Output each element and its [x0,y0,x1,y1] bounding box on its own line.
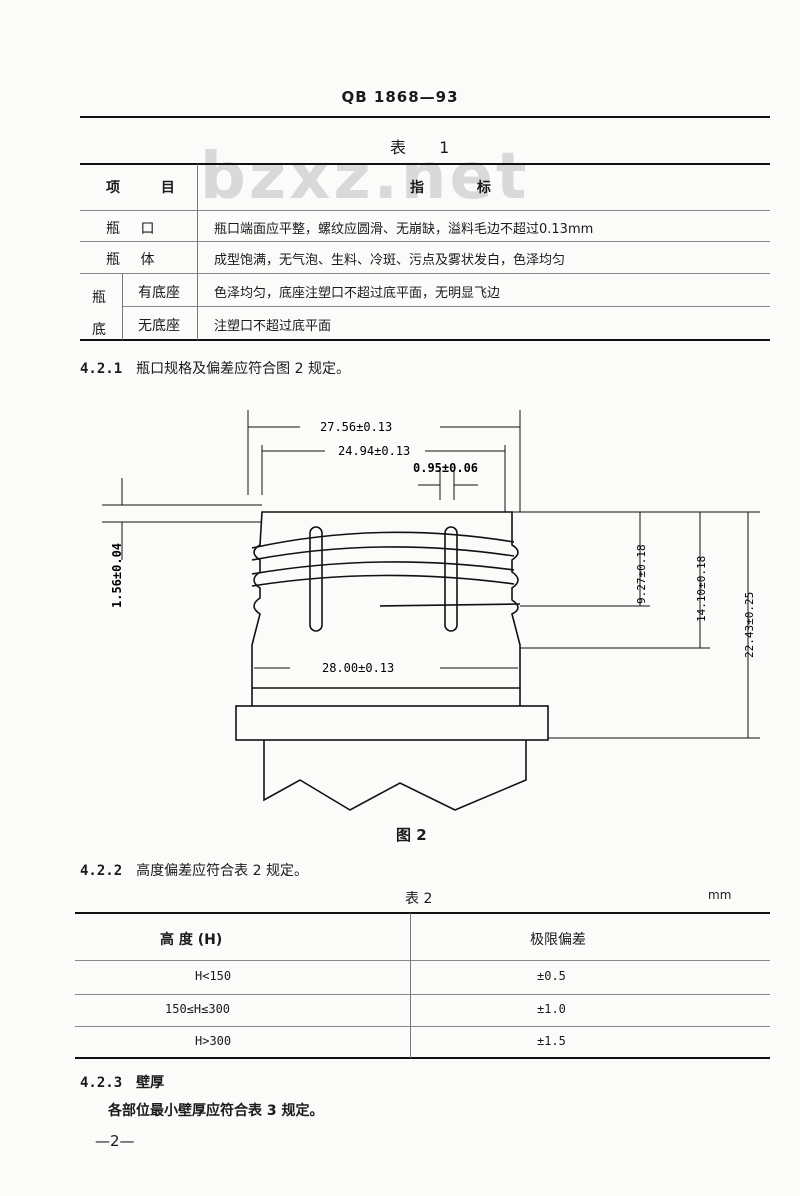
dim-9-27: 9.27±0.18 [635,544,648,604]
table2-deviation-cell: ±1.5 [537,1034,566,1048]
table1-subrow-item: 有底座 [138,285,180,301]
table1-row-text: 瓶口端面应平整，螺纹应圆滑、无崩缺，溢料毛边不超过0.13mm [214,222,594,237]
table1-col-divider [122,274,123,340]
dim-27-56: 27.56±0.13 [320,420,392,434]
dim-14-10: 14.10±0.18 [695,556,708,622]
clause-text: 壁厚 [136,1075,165,1091]
table1-col-divider [197,164,198,340]
table2-unit: mm [708,888,732,902]
dim-24-94: 24.94±0.13 [338,444,410,458]
table1-row-item: 瓶 口 [106,221,163,237]
table1-subrow-item: 无底座 [138,318,180,334]
clause-4-2-3: 4.2.3 壁厚 [80,1072,164,1092]
table2-rule [75,994,770,995]
table2-title: 表 2 [405,891,433,907]
bottle-finish-drawing: 27.56±0.13 24.94±0.13 0.95±0.06 28.00±0.… [102,410,760,811]
table2-deviation-cell: ±1.0 [537,1002,566,1016]
dim-22-43: 22.43±0.25 [743,592,756,658]
table1-row-text: 成型饱满，无气泡、生料、冷斑、污点及雾状发白，色泽均匀 [214,253,566,268]
table2-top-rule [75,912,770,914]
table1-title: 表 1 [390,138,464,157]
clause-number: 4.2.2 [80,863,123,879]
clause-4-2-1: 4.2.1 瓶口规格及偏差应符合图 2 规定。 [80,358,350,378]
table1-row-item: 瓶 体 [106,252,163,268]
table1-subrow-text: 色泽均匀，底座注塑口不超过底平面，无明显飞边 [214,286,501,301]
clause-text: 瓶口规格及偏差应符合图 2 规定。 [136,361,350,377]
table1-group-label: 瓶底 [92,290,106,338]
clause-4-2-3-body: 各部位最小壁厚应符合表 3 规定。 [108,1103,324,1119]
table1-col-index: 指 标 [410,180,515,196]
table1-top-rule [80,116,770,118]
clause-number: 4.2.1 [80,361,123,377]
table2-col-deviation: 极限偏差 [530,932,586,948]
table2-height-cell: H>300 [195,1034,232,1048]
clause-number: 4.2.3 [80,1075,123,1091]
dim-0-95: 0.95±0.06 [413,461,478,475]
table1-rule [80,210,770,211]
standard-code-header: QB 1868—93 [341,88,459,106]
table2-rule [75,1026,770,1027]
table2-col-divider [410,913,411,1058]
table1-header-rule [80,163,770,165]
clause-text: 高度偏差应符合表 2 规定。 [136,863,308,879]
table2-rule [75,960,770,961]
table1-col-item: 项 目 [106,180,193,196]
table2-bottom-rule [75,1057,770,1059]
page-number: —2— [95,1132,135,1150]
table1-rule [80,241,770,242]
table2-col-height: 高 度 (H) [160,932,223,948]
table2-deviation-cell: ±0.5 [537,969,566,983]
dim-1-56: 1.56±0.04 [110,543,124,608]
clause-4-2-2: 4.2.2 高度偏差应符合表 2 规定。 [80,860,308,880]
dim-28-00: 28.00±0.13 [322,661,394,675]
table1-bottom-rule [80,339,770,341]
table1-subrow-text: 注塑口不超过底平面 [214,319,332,334]
table2-height-cell: H<150 [195,969,232,983]
figure-caption: 图 2 [396,826,427,844]
table1-rule [80,273,770,274]
table1-rule [122,306,770,307]
watermark: bzxz.net [200,140,530,214]
table2-height-cell: 150≤H≤300 [165,1002,231,1016]
